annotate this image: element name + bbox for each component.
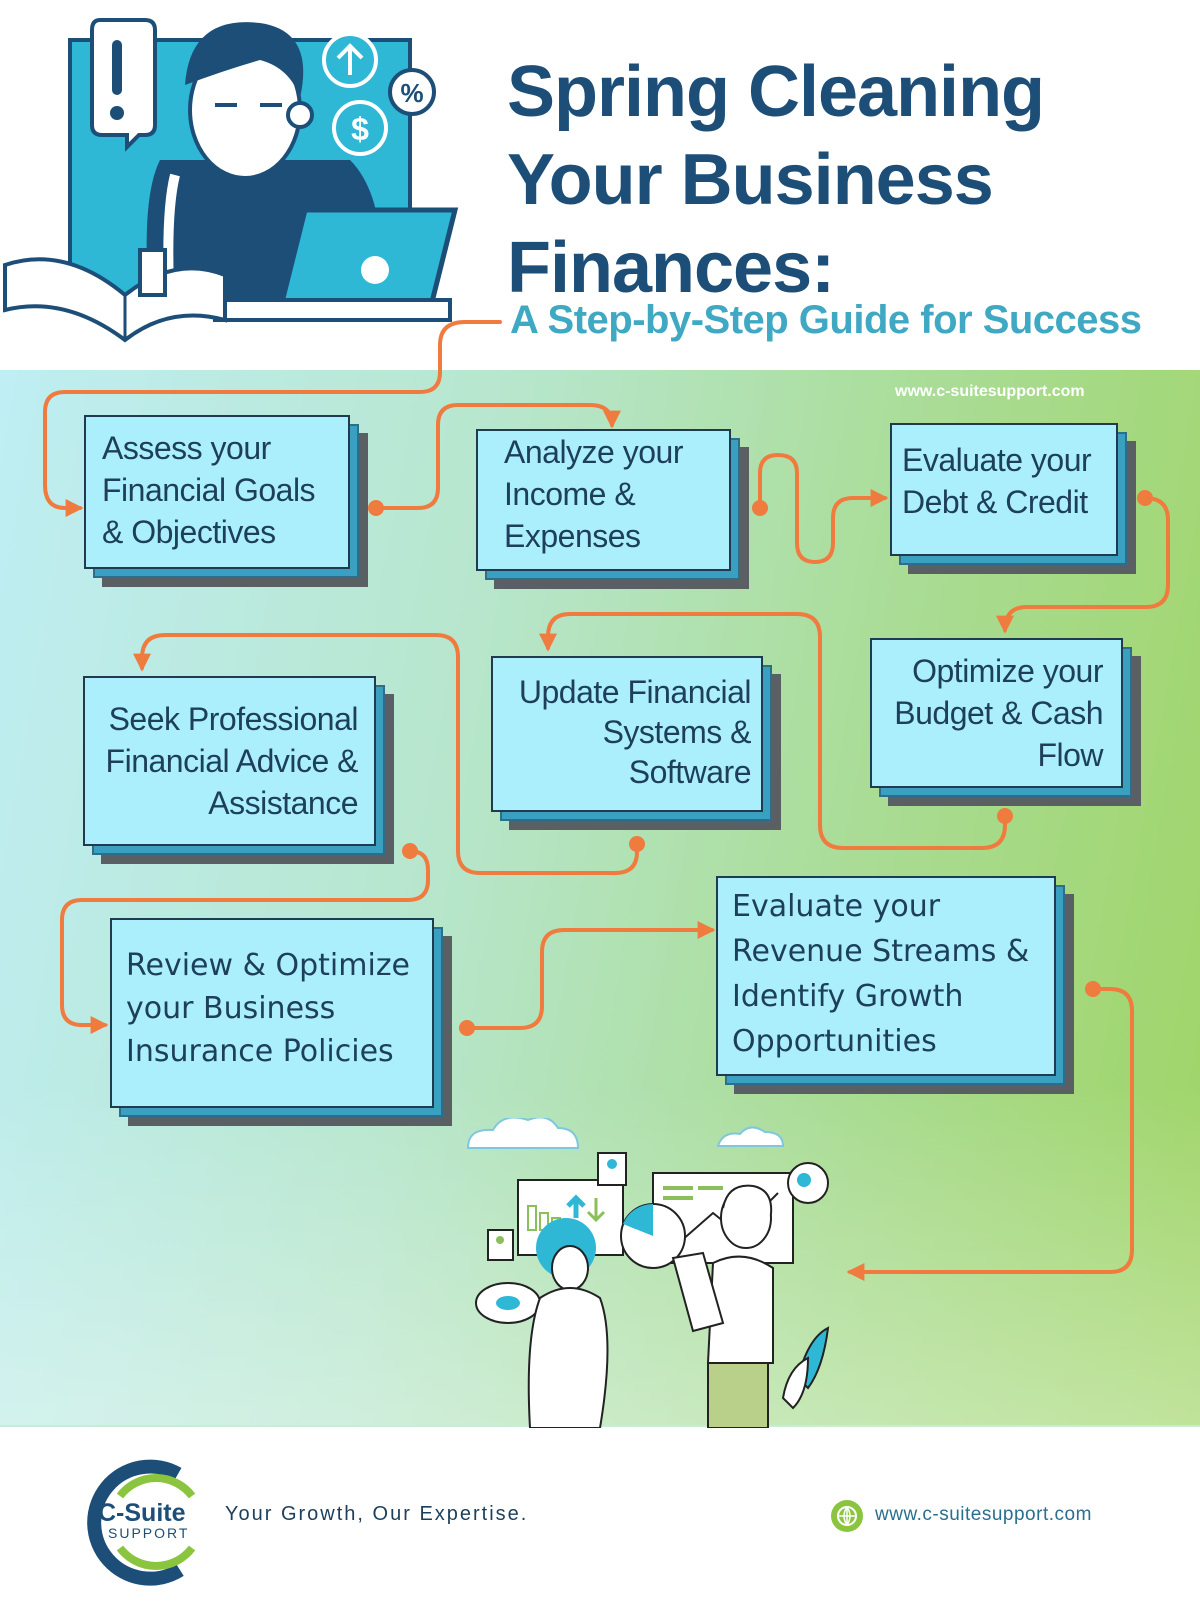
step-line: Software (628, 754, 752, 790)
globe-icon (831, 1500, 863, 1532)
step-analyze-text: Analyze your Income & Expenses (476, 429, 731, 571)
step-line: & Objectives (102, 514, 276, 550)
step-line: Financial Goals (102, 472, 316, 508)
step-line: Analyze your (504, 434, 683, 470)
step-line: Assess your (102, 430, 271, 466)
step-systems: Update Financial Systems & Software (491, 656, 781, 830)
footer-tagline: Your Growth, Our Expertise. (225, 1503, 529, 1525)
svg-text:%: % (400, 78, 423, 108)
connector-subtitle-to-assess (43, 320, 502, 517)
logo-sub: SUPPORT (108, 1525, 189, 1541)
step-line: Budget & Cash (894, 695, 1103, 731)
step-line: Optimize your (912, 653, 1103, 689)
step-line: Update Financial (518, 674, 752, 710)
logo-text: C-Suite (98, 1499, 186, 1527)
step-line: Expenses (504, 518, 641, 554)
step-line: Insurance Policies (126, 1034, 394, 1069)
page-subtitle: A Step-by-Step Guide for Success (510, 298, 1142, 342)
step-line: Review & Optimize (126, 948, 411, 983)
step-analyze: Analyze your Income & Expenses (476, 429, 749, 589)
step-line: Assistance (208, 785, 358, 821)
step-line: Flow (1037, 737, 1103, 773)
step-line: Identify Growth (732, 979, 964, 1014)
step-line: Debt & Credit (902, 484, 1088, 520)
step-line: Revenue Streams & (732, 934, 1030, 969)
step-insurance: Review & Optimize your Business Insuranc… (110, 918, 452, 1126)
footer (0, 1425, 1200, 1602)
title-line-1: Spring Cleaning (507, 52, 1045, 132)
step-advice: Seek Professional Financial Advice & Ass… (83, 676, 394, 864)
step-line: Financial Advice & (105, 743, 359, 779)
step-line: Evaluate your (732, 889, 941, 924)
c-suite-logo-icon: C-Suite SUPPORT (87, 1459, 196, 1586)
page-title: Spring Cleaning Your Business Finances: (507, 48, 1045, 312)
footer-website-link[interactable]: www.c-suitesupport.com (875, 1504, 1092, 1525)
people-charts-illustration (466, 1118, 830, 1428)
step-debt: Evaluate your Debt & Credit (890, 423, 1136, 574)
connector-advice-to-insurance (60, 849, 430, 1034)
website-top: www.c-suitesupport.com (895, 383, 1085, 400)
step-budget: Optimize your Budget & Cash Flow (870, 638, 1141, 806)
step-line: Seek Professional (108, 701, 359, 737)
step-line: Income & (504, 476, 636, 512)
person-laptop-illustration: $ % (3, 18, 459, 343)
connector-systems-to-advice (133, 633, 639, 875)
connector-insurance-to-revenue (465, 921, 716, 1030)
step-revenue: Evaluate your Revenue Streams & Identify… (716, 876, 1074, 1094)
step-line: Opportunities (732, 1024, 937, 1059)
connector-assess-to-analyze (374, 403, 621, 510)
svg-text:$: $ (351, 111, 369, 147)
step-revenue-text: Evaluate your Revenue Streams & Identify… (716, 876, 1056, 1076)
step-assess: Assess your Financial Goals & Objectives (84, 415, 368, 587)
step-line: your Business (126, 991, 336, 1026)
step-line: Evaluate your (902, 442, 1092, 478)
connector-debt-to-budget (996, 496, 1170, 634)
title-line-3: Finances: (507, 228, 835, 308)
title-line-2: Your Business (507, 140, 994, 220)
connector-revenue-to-end (846, 987, 1134, 1281)
step-assess-text: Assess your Financial Goals & Objectives (84, 415, 350, 569)
step-line: Systems & (602, 714, 752, 750)
step-advice-text: Seek Professional Financial Advice & Ass… (83, 676, 376, 846)
step-budget-text: Optimize your Budget & Cash Flow (870, 638, 1123, 788)
connector-budget-to-systems (539, 612, 1007, 850)
step-insurance-text: Review & Optimize your Business Insuranc… (110, 918, 434, 1108)
step-debt-text: Evaluate your Debt & Credit (890, 423, 1118, 556)
connector-analyze-to-debt (758, 452, 889, 565)
step-systems-text: Update Financial Systems & Software (491, 656, 763, 812)
